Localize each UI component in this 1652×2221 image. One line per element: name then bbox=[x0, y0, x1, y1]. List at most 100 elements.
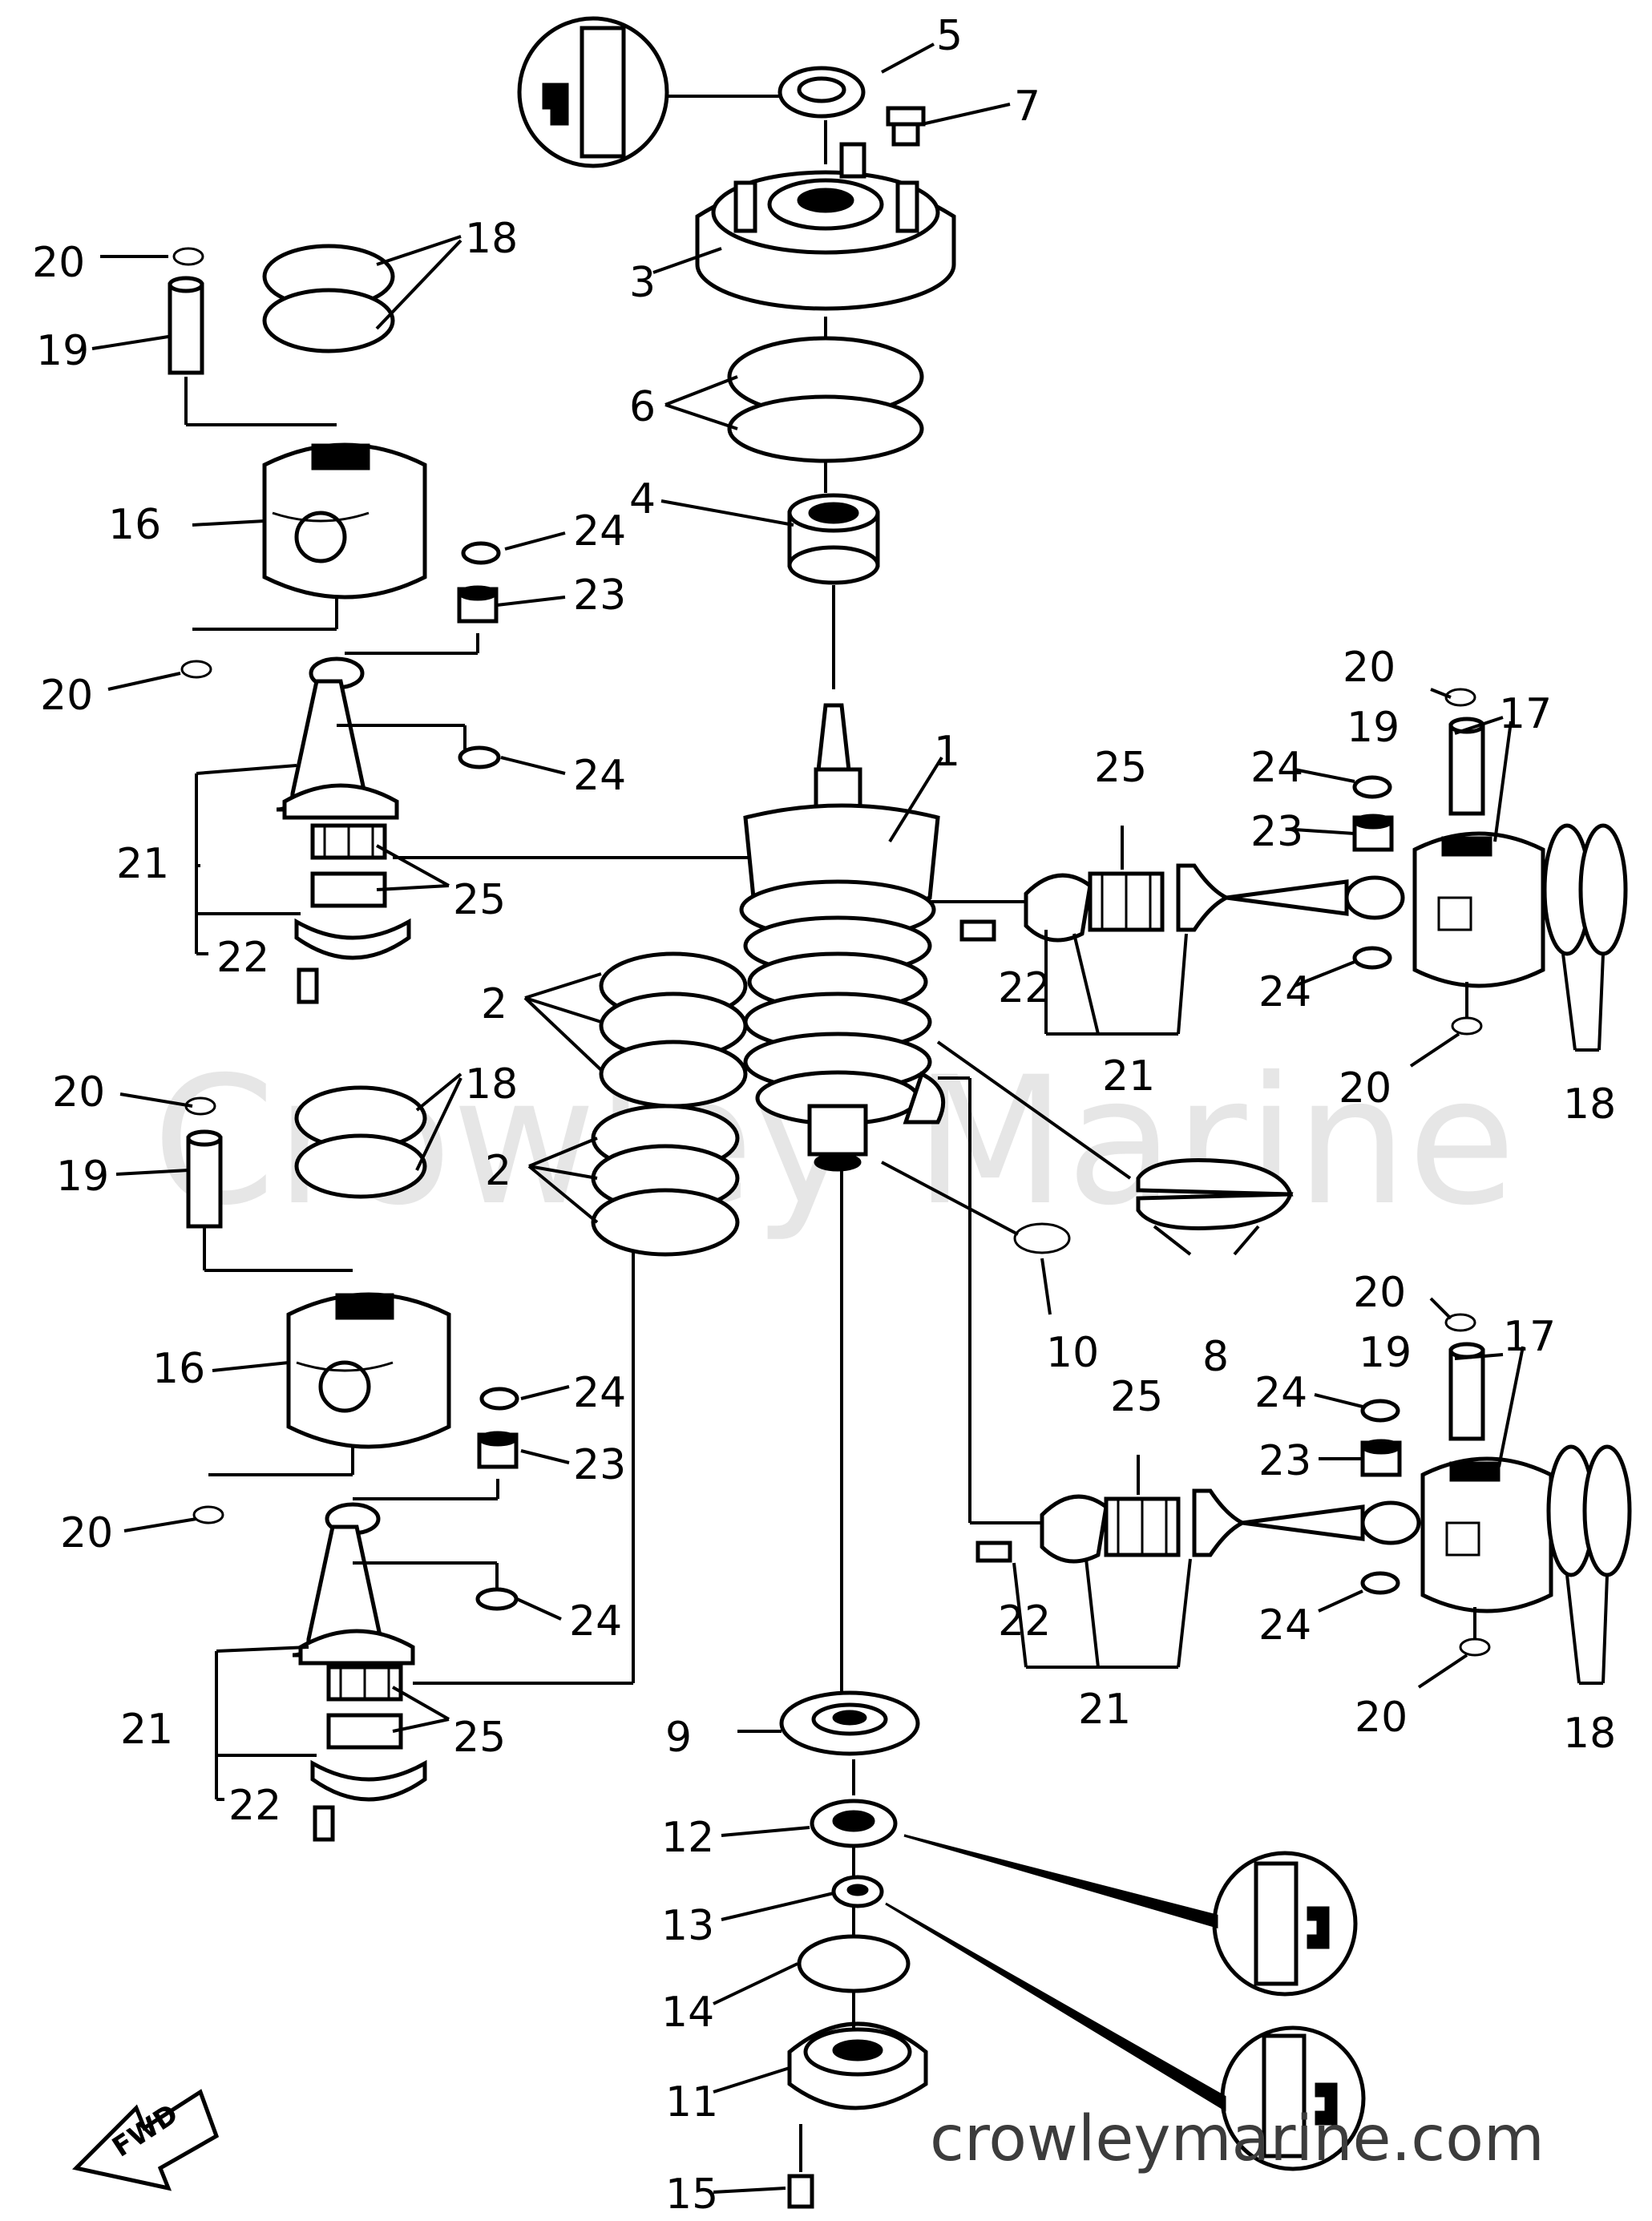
part-23-needle-bearing-d bbox=[1360, 1439, 1402, 1477]
part-24-washer-b bbox=[458, 745, 501, 769]
callout-18-b: 18 bbox=[465, 1060, 518, 1108]
callout-leaders bbox=[91, 42, 1525, 2194]
part-20-clip-h bbox=[1459, 1637, 1491, 1657]
callout-24-e: 24 bbox=[1250, 744, 1303, 792]
callout-19-d: 19 bbox=[1359, 1329, 1412, 1377]
part-1-crankshaft bbox=[739, 703, 946, 1172]
callout-5: 5 bbox=[936, 12, 963, 60]
part-20-clip-g bbox=[1444, 1313, 1476, 1332]
callout-25-a: 25 bbox=[453, 876, 506, 924]
part-18-piston-rings-lower-right bbox=[1546, 1444, 1632, 1577]
callout-22-c: 22 bbox=[998, 964, 1051, 1012]
part-19-piston-pin-d bbox=[1448, 1342, 1485, 1441]
part-21-cap-lower-left bbox=[310, 1759, 427, 1802]
seal-detail-circle-middle bbox=[903, 1834, 1358, 1997]
part-22-bolt-a bbox=[297, 967, 319, 1004]
part-6-o-rings bbox=[727, 336, 924, 463]
part-16-piston-upper-left bbox=[262, 442, 427, 600]
callout-20-b: 20 bbox=[40, 672, 93, 720]
seal-detail-circle-lower bbox=[885, 1902, 1366, 2171]
part-19-piston-pin-b bbox=[186, 1129, 223, 1229]
callout-24-d: 24 bbox=[569, 1597, 622, 1646]
part-4-needle-bearing bbox=[787, 493, 880, 585]
callout-21-b: 21 bbox=[120, 1706, 173, 1754]
callout-20-d: 20 bbox=[60, 1509, 113, 1557]
callout-10: 10 bbox=[1046, 1329, 1099, 1377]
part-5-oil-seal bbox=[778, 66, 866, 119]
callout-14: 14 bbox=[661, 1989, 714, 2037]
callout-11: 11 bbox=[665, 2078, 718, 2126]
callout-4: 4 bbox=[629, 475, 656, 523]
callout-6: 6 bbox=[629, 383, 656, 431]
part-21-cap-lower-right bbox=[1040, 1494, 1109, 1564]
callout-20-h: 20 bbox=[1355, 1694, 1408, 1742]
part-18-piston-rings-upper-right bbox=[1542, 823, 1628, 956]
callout-19-c: 19 bbox=[1347, 704, 1400, 752]
callout-7: 7 bbox=[1014, 83, 1040, 131]
callout-22-b: 22 bbox=[228, 1782, 281, 1830]
callout-21-c: 21 bbox=[1102, 1052, 1155, 1100]
callout-2-upper: 2 bbox=[481, 980, 507, 1028]
part-25-bearing-upper-right bbox=[1088, 871, 1165, 932]
callout-3: 3 bbox=[629, 259, 656, 307]
callout-24-a: 24 bbox=[573, 507, 626, 555]
part-11-lower-housing bbox=[787, 2021, 928, 2110]
part-15-bolt bbox=[787, 2174, 814, 2209]
callout-24-g: 24 bbox=[1254, 1369, 1307, 1417]
part-24-washer-d bbox=[475, 1587, 519, 1611]
part-23-needle-bearing-a bbox=[457, 585, 499, 624]
part-3-upper-housing bbox=[695, 142, 956, 311]
part-24-washer-c bbox=[479, 1387, 519, 1411]
callout-16-a: 16 bbox=[108, 501, 161, 549]
part-2-crank-seals-lower bbox=[591, 1104, 740, 1257]
callout-18-c: 18 bbox=[1563, 1080, 1616, 1129]
callout-21-d: 21 bbox=[1078, 1686, 1131, 1734]
part-22-bolt-c bbox=[959, 919, 996, 942]
part-21-cap-upper-right bbox=[1024, 873, 1093, 943]
part-18-piston-rings-lower-left bbox=[294, 1085, 427, 1199]
callout-12: 12 bbox=[661, 1814, 714, 1862]
part-20-clip-f bbox=[1451, 1016, 1483, 1036]
callout-20-g: 20 bbox=[1353, 1269, 1406, 1317]
part-23-needle-bearing-c bbox=[1352, 814, 1394, 852]
part-25-bearing-lower-left bbox=[326, 1665, 403, 1750]
part-9-ball-bearing bbox=[779, 1690, 920, 1756]
part-22-bolt-d bbox=[975, 1541, 1012, 1563]
part-7-bolt bbox=[886, 106, 926, 147]
part-24-washer-f bbox=[1352, 946, 1392, 970]
part-21-connecting-rod-lower-right bbox=[1192, 1488, 1421, 1557]
callout-23-d: 23 bbox=[1258, 1437, 1311, 1485]
part-2-crank-seals-upper bbox=[599, 951, 748, 1108]
callout-19-a: 19 bbox=[36, 327, 89, 375]
callout-23-b: 23 bbox=[573, 1441, 626, 1489]
callout-22-d: 22 bbox=[998, 1597, 1051, 1646]
part-20-clip-a bbox=[172, 247, 204, 266]
callout-19-b: 19 bbox=[56, 1153, 109, 1201]
part-25-bearing-upper-left bbox=[310, 823, 387, 908]
part-24-washer-g bbox=[1360, 1399, 1400, 1423]
part-24-washer-e bbox=[1352, 775, 1392, 799]
part-19-piston-pin-c bbox=[1448, 717, 1485, 816]
part-21-connecting-rod-lower-left bbox=[292, 1502, 415, 1666]
callout-22-a: 22 bbox=[216, 934, 269, 982]
part-21-connecting-rod-upper-right bbox=[1176, 863, 1405, 932]
seal-detail-circle-top bbox=[517, 16, 782, 168]
callout-1: 1 bbox=[934, 728, 960, 776]
part-20-clip-d bbox=[192, 1505, 224, 1524]
callout-18-a: 18 bbox=[465, 215, 518, 263]
callout-24-c: 24 bbox=[573, 1369, 626, 1417]
part-24-washer-h bbox=[1360, 1571, 1400, 1595]
part-18-piston-rings-upper-left bbox=[262, 244, 395, 353]
part-22-bolt-b bbox=[313, 1805, 335, 1842]
part-17-piston-lower-right bbox=[1420, 1456, 1553, 1613]
part-20-clip-e bbox=[1444, 688, 1476, 707]
part-23-needle-bearing-b bbox=[477, 1431, 519, 1469]
part-14-gasket bbox=[797, 1934, 911, 1993]
callout-17-b: 17 bbox=[1503, 1313, 1556, 1361]
callout-24-h: 24 bbox=[1258, 1601, 1311, 1650]
callout-17-a: 17 bbox=[1499, 690, 1552, 738]
callout-20-e: 20 bbox=[1343, 644, 1396, 692]
callout-25-b: 25 bbox=[453, 1714, 506, 1762]
callout-8: 8 bbox=[1202, 1333, 1229, 1381]
callout-20-c: 20 bbox=[52, 1068, 105, 1117]
